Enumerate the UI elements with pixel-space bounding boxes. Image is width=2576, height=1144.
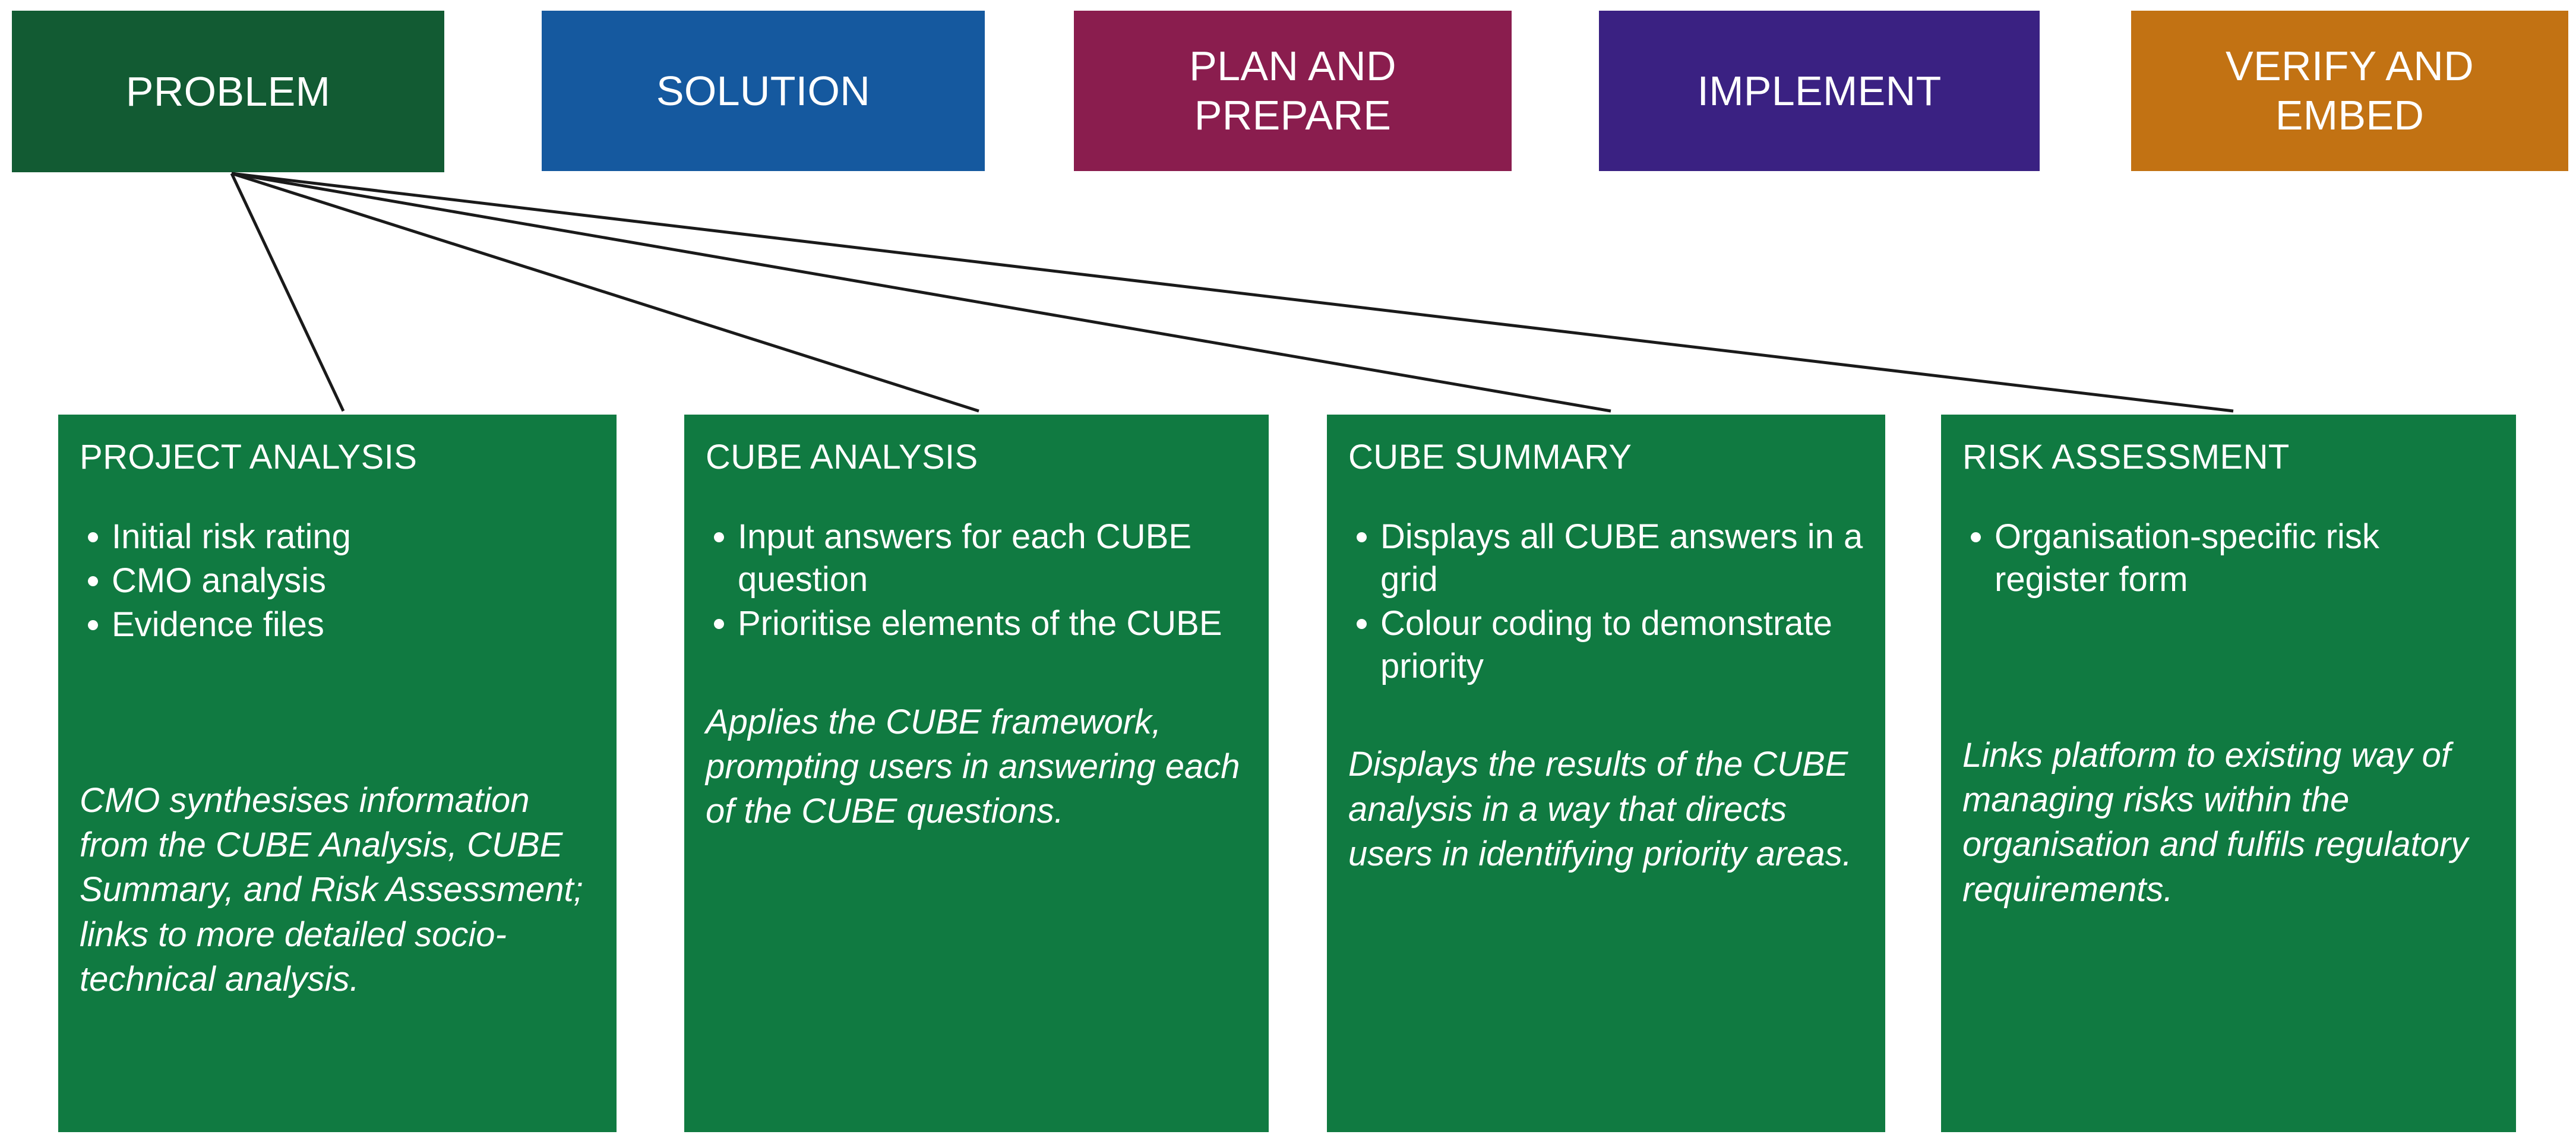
feature-card-cube-analysis[interactable]: CUBE ANALYSIS Input answers for each CUB… [684,415,1269,1132]
card-title-project-analysis: PROJECT ANALYSIS [80,438,418,476]
connector-problem-to-risk-assessment [231,172,2234,413]
list-item: Organisation-specific risk register form [1962,516,2495,601]
card-bullets-cube-summary: Displays all CUBE answers in a grid Colo… [1348,516,1864,688]
stage-box-plan-and-prepare[interactable]: PLAN AND PREPARE [1074,11,1512,171]
list-item: CMO analysis [80,560,595,602]
card-title-cube-summary: CUBE SUMMARY [1348,438,1632,476]
stage-label-solution: SOLUTION [656,67,871,114]
list-item: Evidence files [80,603,595,646]
card-bullets-risk-assessment: Organisation-specific risk register form [1962,516,2495,601]
stage-box-implement[interactable]: IMPLEMENT [1599,11,2040,171]
card-bullets-project-analysis: Initial risk rating CMO analysis Evidenc… [80,516,595,646]
card-title-risk-assessment: RISK ASSESSMENT [1962,438,2290,476]
stage-box-verify-and-embed[interactable]: VERIFY AND EMBED [2131,11,2568,171]
card-note-project-analysis: CMO synthesises information from the CUB… [80,780,583,999]
list-item: Initial risk rating [80,516,595,558]
card-note-cube-summary: Displays the results of the CUBE analysi… [1348,745,1852,874]
feature-card-project-analysis[interactable]: PROJECT ANALYSIS Initial risk rating CMO… [58,415,617,1132]
list-item: Input answers for each CUBE question [706,516,1247,601]
card-title-cube-analysis: CUBE ANALYSIS [706,438,978,476]
feature-card-cube-summary[interactable]: CUBE SUMMARY Displays all CUBE answers i… [1327,415,1885,1132]
stage-label-implement: IMPLEMENT [1697,67,1942,114]
connector-problem-to-cube-analysis [231,172,979,413]
stage-label-verify-and-embed: VERIFY AND EMBED [2226,43,2474,138]
stage-box-solution[interactable]: SOLUTION [542,11,985,171]
list-item: Prioritise elements of the CUBE [706,602,1247,645]
card-bullets-cube-analysis: Input answers for each CUBE question Pri… [706,516,1247,645]
connector-problem-to-project-analysis [230,172,345,412]
list-item: Colour coding to demonstrate priority [1348,602,1864,688]
card-note-cube-analysis: Applies the CUBE framework, prompting us… [706,702,1240,831]
stage-label-problem: PROBLEM [125,68,331,115]
card-note-risk-assessment: Links platform to existing way of managi… [1962,735,2468,909]
connector-problem-to-cube-summary [231,172,1611,413]
stage-label-plan-and-prepare: PLAN AND PREPARE [1189,43,1396,138]
stage-box-problem[interactable]: PROBLEM [12,11,444,172]
list-item: Displays all CUBE answers in a grid [1348,516,1864,601]
feature-card-risk-assessment[interactable]: RISK ASSESSMENT Organisation-specific ri… [1941,415,2516,1132]
